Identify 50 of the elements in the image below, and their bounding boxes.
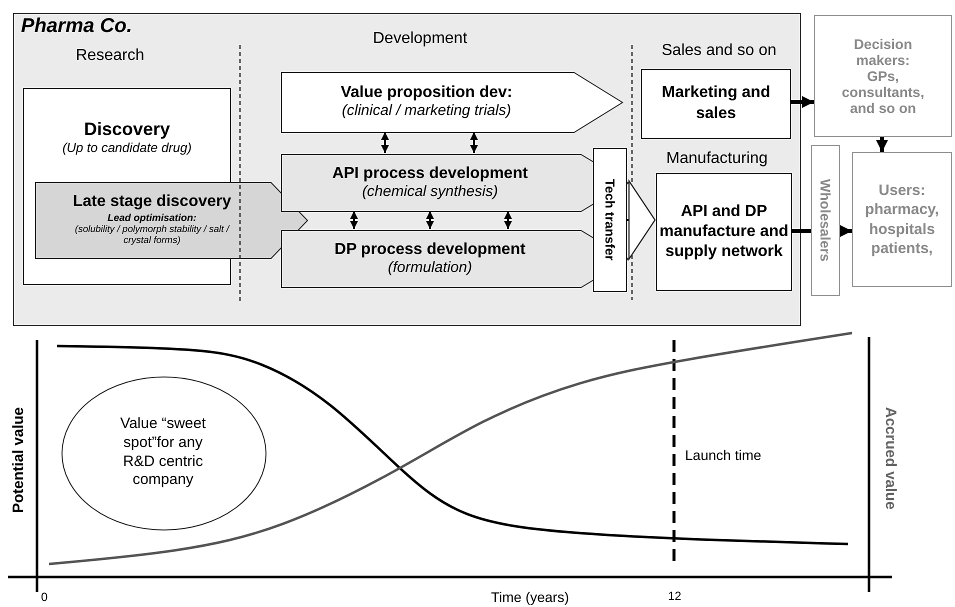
stage-box (593, 148, 627, 292)
arrow (470, 132, 478, 153)
axis-title: Time (years) (490, 589, 570, 605)
company-panel (13, 13, 801, 326)
stakeholder-box (811, 145, 840, 296)
stage-title: Value proposition dev: (340, 84, 512, 102)
arrow (876, 137, 888, 152)
tick-label: 0 (41, 590, 49, 604)
stage-title: DP process development (334, 240, 526, 258)
arrow (790, 96, 814, 108)
arrow (504, 211, 512, 229)
value-ellipse (61, 376, 267, 531)
annotation-text: Launch time (685, 447, 762, 463)
stage-title: API process development (332, 164, 528, 182)
stage-subtitle: (clinical / marketing trials) (342, 102, 512, 119)
process-stage (35, 182, 308, 259)
stage-subtitle: Lead optimisation: (108, 213, 196, 224)
stage-box (641, 69, 791, 139)
stage-box (656, 173, 792, 291)
arrow (626, 180, 656, 260)
process-stage (281, 72, 623, 133)
section-heading: Research (74, 47, 146, 65)
arrow (426, 211, 434, 229)
process-stage (281, 154, 629, 212)
stage-subtitle: (Up to candidate drug) (62, 140, 192, 155)
stage-subtitle: (chemical synthesis) (362, 182, 498, 200)
section-heading: Manufacturing (665, 150, 769, 168)
stakeholder-text: Wholesalers (818, 179, 834, 262)
stage-title: API and DP manufacture and supply network (658, 202, 790, 262)
stage-title: Late stage discovery (72, 193, 232, 211)
tick-label: 12 (668, 589, 682, 603)
stakeholder-box (852, 152, 952, 287)
arrow (840, 225, 852, 237)
stakeholder-text: Users: pharmacy, hospitals patients, (864, 180, 940, 258)
arrow (350, 211, 358, 229)
axis-title: Accrued value (881, 406, 899, 512)
axis-title: Potential value (10, 406, 28, 515)
stage-title: Discovery (84, 119, 170, 140)
arrow (381, 132, 389, 153)
stage-box (23, 88, 231, 182)
section-heading: Sales and so on (660, 42, 778, 60)
stage-detail: (solubility / polymorph stability / salt / crystal forms) (74, 224, 231, 246)
stage-subtitle: (formulation) (388, 258, 472, 276)
company-name: Pharma Co. (21, 15, 132, 38)
stage-title: Tech transfer (602, 179, 618, 261)
stakeholder-text: Decision makers: GPs, consultants, and so on (840, 36, 926, 116)
section-heading: Development (372, 30, 468, 48)
stage-title: Marketing and sales (660, 83, 772, 124)
stakeholder-box (814, 15, 952, 137)
ellipse-text: Value “sweet spot”for any R&D centric company (119, 415, 207, 490)
